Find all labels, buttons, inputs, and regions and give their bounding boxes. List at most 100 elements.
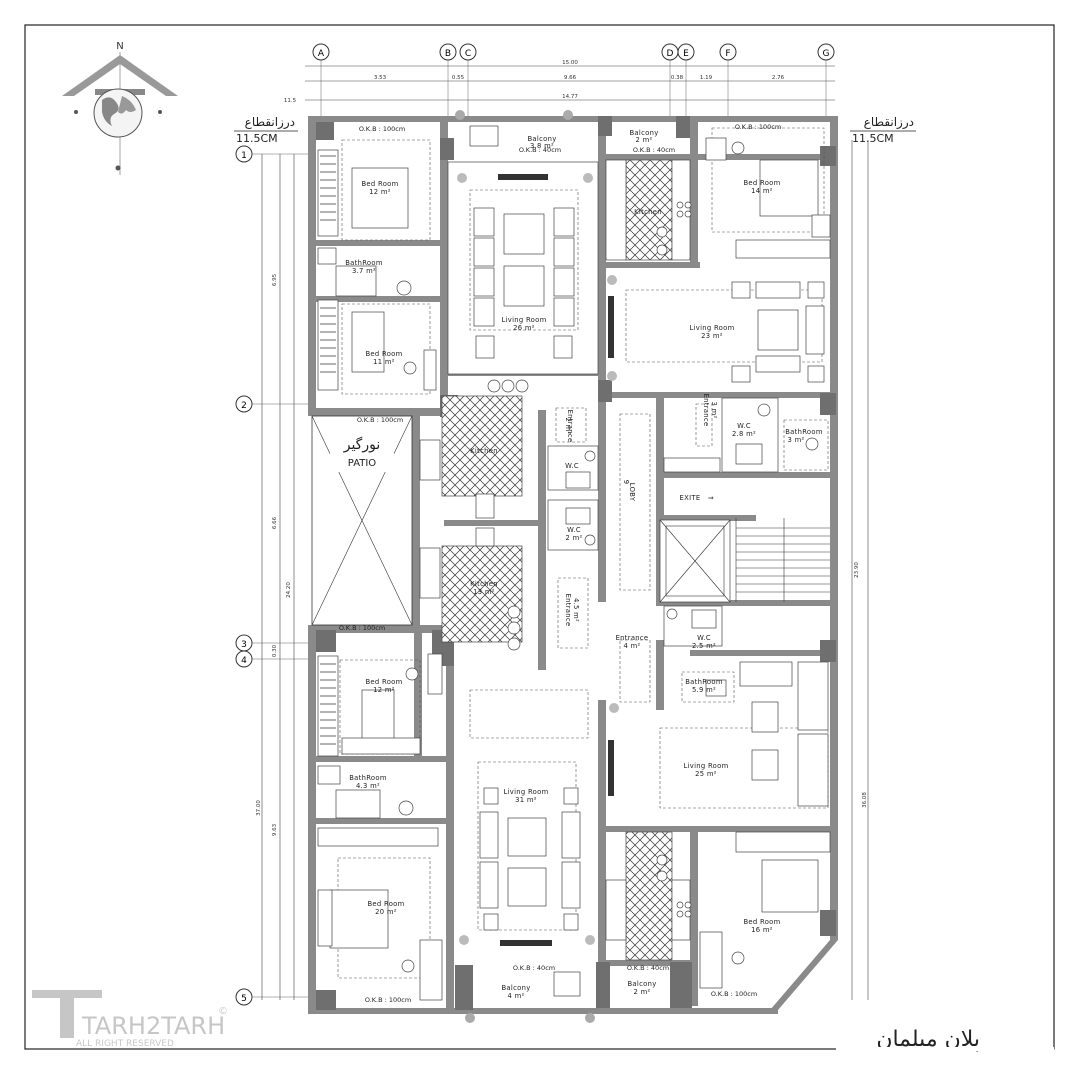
label-bathroom-c: BathRoom [685,678,723,686]
grid-row-5: 5 [235,988,310,1006]
svg-text:13 m²: 13 m² [473,588,495,596]
svg-text:درزانقطاع: درزانقطاع [245,115,295,130]
label-balcony-br: Balcony [627,980,656,988]
label-entrance-m1: Entrance [566,410,574,443]
label-bedroom-ml: Bed Room [365,350,402,358]
svg-text:12 m²: 12 m² [369,188,391,196]
svg-text:2: 2 [241,401,247,411]
grid-col-b: B [439,43,457,118]
svg-text:2.76: 2.76 [772,75,785,81]
svg-text:2 m²: 2 m² [565,534,582,542]
svg-text:2.8 m²: 2.8 m² [732,430,756,438]
svg-text:4 m²: 4 m² [623,642,640,650]
svg-text:O.K.B : 40cm: O.K.B : 40cm [513,964,555,972]
section-label-right: درزانقطاع 11.5CM [850,115,916,145]
grid-row-4: 4 [235,650,310,668]
svg-text:26 m²: 26 m² [513,324,535,332]
watermark-logo: TARH2TARH ALL RIGHT RESERVED © [32,990,228,1049]
furniture [317,110,831,1023]
svg-text:O.K.B : 100cm: O.K.B : 100cm [357,416,403,424]
svg-text:11.5: 11.5 [284,98,297,104]
label-balcony-b: Balcony [501,984,530,992]
label-kitchen-tr: Kitchen [634,208,662,216]
room-labels: Bed Room 12 m² BathRoom 3.7 m² Bed Room … [345,129,822,1000]
svg-text:A: A [318,49,325,59]
svg-text:37.00: 37.00 [256,800,262,816]
label-wc-r: W.C [737,422,751,430]
svg-text:4 m²: 4 m² [507,992,524,1000]
patio-label-fa: نورگیر [343,436,381,453]
label-balcony-t: Balcony [527,135,556,143]
label-bedroom-tl: Bed Room [361,180,398,188]
right-dimensions: 23.90 36.08 [851,140,869,1000]
svg-text:23.90: 23.90 [854,562,860,578]
top-dimensions: 15.00 3.53 0.55 9.66 0.38 1.19 2.76 14.7… [284,60,835,104]
svg-text:O.K.B : 100cm: O.K.B : 100cm [711,990,757,998]
label-bathroom-bl: BathRoom [349,774,387,782]
svg-text:4.3 m²: 4.3 m² [356,782,380,790]
svg-text:3.53: 3.53 [374,75,387,81]
sheet-frame [24,24,1055,1050]
svg-text:3 m²: 3 m² [787,436,804,444]
label-living-tr: Living Room [689,324,734,332]
grid-row-1: 1 [235,145,310,163]
svg-text:31 m²: 31 m² [515,796,537,804]
svg-text:D: D [667,49,674,59]
svg-text:12 m²: 12 m² [373,686,395,694]
svg-text:25 m²: 25 m² [695,770,717,778]
grid-col-e: E [677,43,695,118]
svg-text:1.19: 1.19 [700,75,713,81]
svg-text:11.5CM: 11.5CM [236,132,278,145]
label-bedroom-bl2: Bed Room [367,900,404,908]
svg-text:5.9 m²: 5.9 m² [692,686,716,694]
label-kitchen-m2: Kitchen [470,580,498,588]
svg-text:E: E [683,49,689,59]
svg-text:O.K.B : 40cm: O.K.B : 40cm [519,146,561,154]
svg-text:F: F [725,49,730,59]
section-label-left: درزانقطاع 11.5CM [234,115,298,145]
label-living-br: Living Room [683,762,728,770]
grid-col-a: A [312,43,330,118]
watermark-rights: ALL RIGHT RESERVED [76,1039,174,1049]
svg-text:B: B [445,49,451,59]
label-lobby: LOBY [628,483,636,502]
grid-row-2: 2 [235,395,310,413]
svg-text:1: 1 [241,151,247,161]
svg-text:3.7 m²: 3.7 m² [352,267,376,275]
svg-text:6.95: 6.95 [272,273,278,286]
label-balcony-tr: Balcony [629,129,658,137]
label-kitchen-m1: Kitchen [470,447,498,455]
svg-text:0.38: 0.38 [671,75,684,81]
svg-text:20 m²: 20 m² [375,908,397,916]
label-wc-m1: W.C [565,462,579,470]
label-bedroom-tr: Bed Room [743,179,780,187]
svg-text:9.63: 9.63 [272,823,278,836]
north-label: N [116,41,123,52]
grid-column-markers: A B C D E F G [312,43,835,118]
svg-text:C: C [465,49,471,59]
label-living-bc: Living Room [503,788,548,796]
label-bedroom-br: Bed Room [743,918,780,926]
label-entrance-m2: Entrance [564,594,572,627]
label-entrance-r: Entrance [702,394,710,427]
svg-text:23 m²: 23 m² [701,332,723,340]
svg-text:2 m²: 2 m² [564,417,572,434]
dim-total: 15.00 [562,60,578,66]
svg-text:O.K.B : 100cm: O.K.B : 100cm [735,123,781,131]
svg-text:11 m²: 11 m² [373,358,395,366]
grid-col-c: C [459,43,477,118]
svg-text:3: 3 [241,640,247,650]
svg-text:2.5 m²: 2.5 m² [692,642,716,650]
svg-text:G: G [823,49,830,59]
svg-text:3.8 m²: 3.8 m² [530,142,554,150]
svg-text:3 m²: 3 m² [710,401,718,418]
building-walls [308,116,838,1014]
svg-text:⇒: ⇒ [708,494,714,502]
svg-text:4.5 m²: 4.5 m² [572,598,580,622]
svg-text:0.30: 0.30 [272,644,278,657]
svg-text:درزانقطاع: درزانقطاع [864,115,914,130]
svg-text:O.K.B : 100cm: O.K.B : 100cm [359,125,405,133]
svg-text:O.K.B : 40cm: O.K.B : 40cm [627,964,669,972]
watermark-brand: TARH2TARH [81,1012,225,1040]
